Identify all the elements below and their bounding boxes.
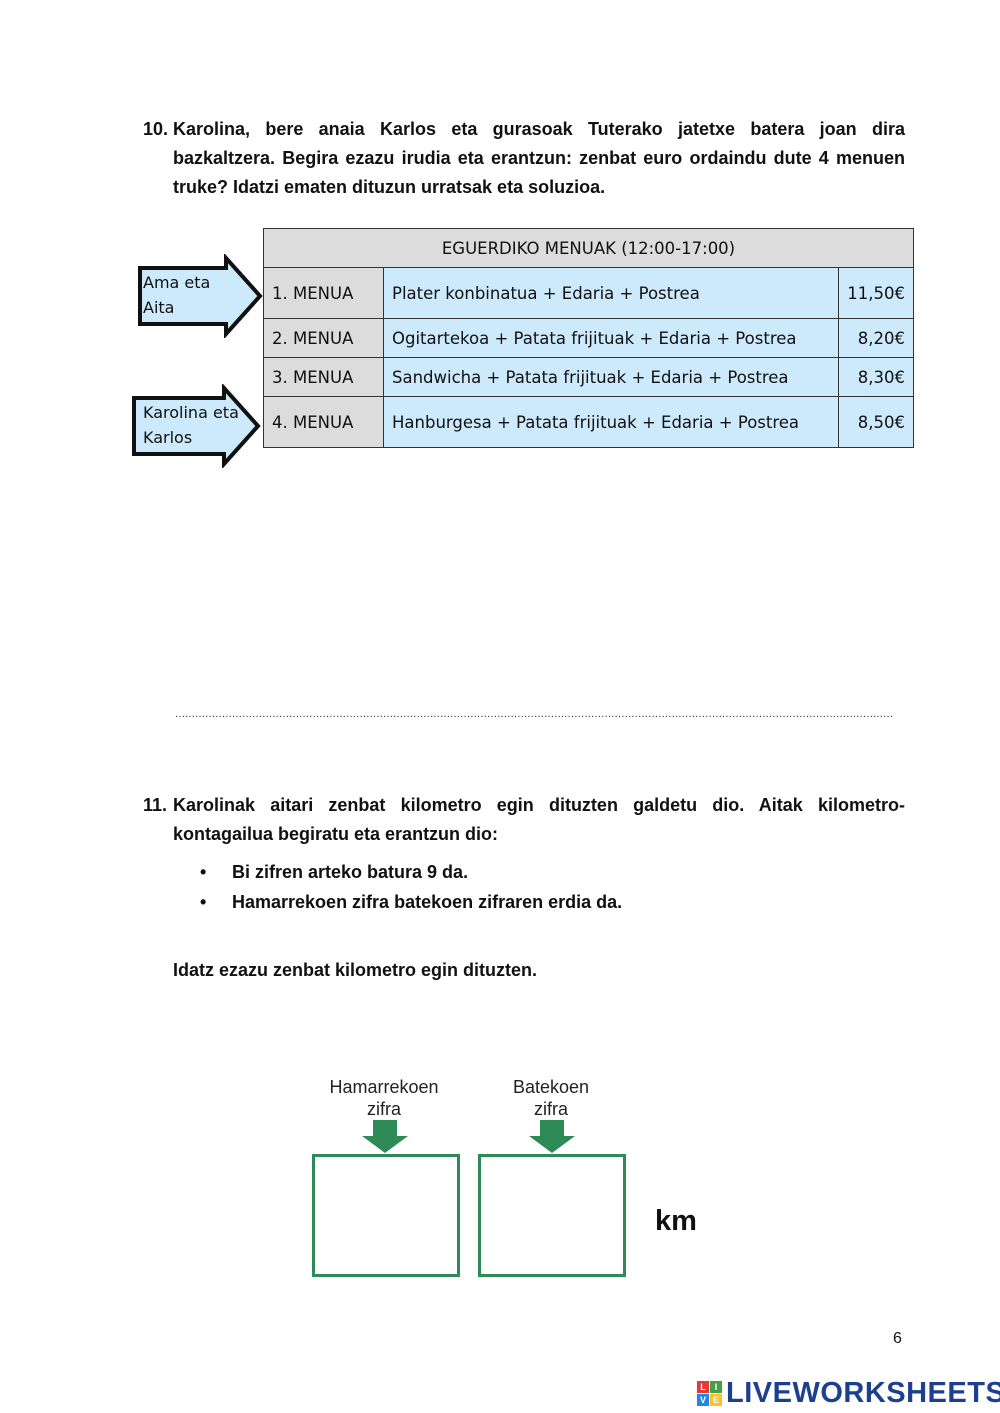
menu-price: 8,30€ [838,357,914,397]
ones-digit-box[interactable] [478,1154,626,1277]
question-text: Karolina, bere anaia Karlos eta gurasoak… [173,119,905,197]
menu-description: Sandwicha + Patata frijituak + Edaria + … [382,357,840,397]
arrow-right-icon [132,384,261,468]
menu-price: 8,50€ [838,396,914,448]
answer-line[interactable]: ........................................… [175,708,893,720]
page-number: 6 [893,1330,902,1347]
unit-label: km [655,1205,697,1237]
menu-description: Hanburgesa + Patata frijituak + Edaria +… [382,396,840,448]
list-item: •Hamarrekoen zifra batekoen zifraren erd… [200,887,622,917]
tens-label: Hamarrekoen zifra [329,1077,439,1119]
menu-table: EGUERDIKO MENUAK (12:00-17:00) 1. MENUA … [263,228,914,448]
table-row: 2. MENUA Ogitartekoa + Patata frijituak … [263,318,914,358]
menu-price: 11,50€ [838,267,914,319]
menu-description: Plater konbinatua + Edaria + Postrea [382,267,840,319]
menu-name: 2. MENUA [263,318,384,358]
list-item: •Bi zifren arteko batura 9 da. [200,857,622,887]
question-number: 10. [143,119,169,139]
arrow-down-icon [362,1120,408,1153]
menu-description: Ogitartekoa + Patata frijituak + Edaria … [382,318,840,358]
table-row: 3. MENUA Sandwicha + Patata frijituak + … [263,357,914,397]
bullet-icon: • [200,892,207,912]
question-number: 11. [143,795,168,815]
tens-digit-box[interactable] [312,1154,460,1277]
question-11: 11. Karolinak aitari zenbat kilometro eg… [143,791,905,849]
question-text: Karolinak aitari zenbat kilometro egin d… [173,795,905,844]
brand-name: LIVEWORKSHEETS [726,1376,1000,1409]
bullet-icon: • [200,862,207,882]
menu-name: 4. MENUA [263,396,384,448]
table-row: 4. MENUA Hanburgesa + Patata frijituak +… [263,396,914,448]
brand-logo: L I V E LIVEWORKSHEETS [697,1376,1000,1410]
hint-list: •Bi zifren arteko batura 9 da. •Hamarrek… [200,857,622,917]
arrow-down-icon [529,1120,575,1153]
question-10: 10. Karolina, bere anaia Karlos eta gura… [143,115,905,202]
arrow-label-kids: Karolina eta Karlos [143,403,239,447]
arrow-right-icon [138,254,263,338]
menu-header: EGUERDIKO MENUAK (12:00-17:00) [263,228,914,268]
liveworksheets-logo-icon: L I V E [697,1380,722,1406]
table-row: 1. MENUA Plater konbinatua + Edaria + Po… [263,267,914,319]
arrow-label-parents: Ama eta Aita [143,273,211,317]
ones-label: Batekoen zifra [512,1077,590,1119]
menu-name: 1. MENUA [263,267,384,319]
question-prompt: Idatz ezazu zenbat kilometro egin dituzt… [173,960,538,980]
menu-price: 8,20€ [838,318,914,358]
menu-name: 3. MENUA [263,357,384,397]
